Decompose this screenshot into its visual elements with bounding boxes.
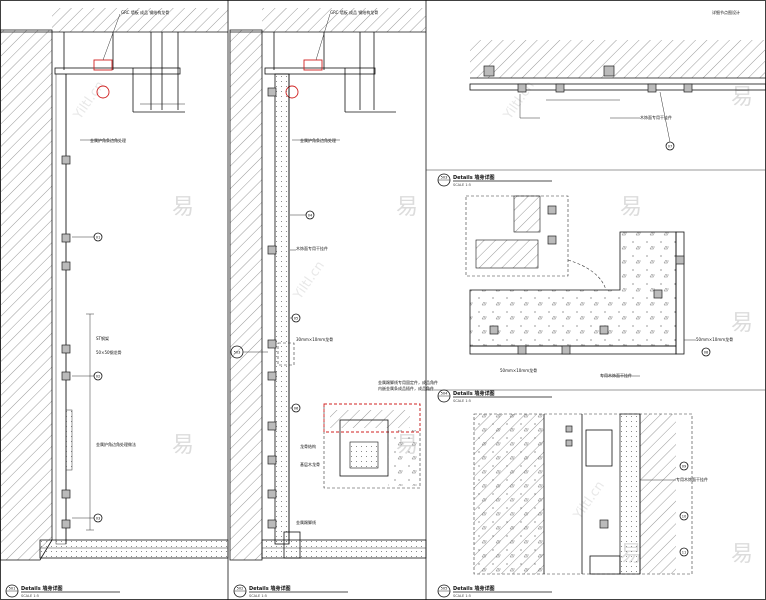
svg-text:502: 502	[237, 587, 244, 591]
p3-panel-strip	[469, 83, 766, 91]
svg-text:Details 墙身详图: Details 墙身详图	[453, 174, 494, 181]
svg-text:易: 易	[731, 311, 753, 336]
p1-floor-slab	[39, 539, 229, 559]
svg-text:10: 10	[682, 515, 687, 519]
p1-label-d: 金属护角边角处理做法	[96, 441, 136, 447]
svg-text:50mm×10mm龙骨: 50mm×10mm龙骨	[500, 367, 537, 373]
svg-text:易: 易	[396, 195, 418, 220]
svg-text:01: 01	[96, 236, 101, 240]
svg-text:木饰面专用干挂件: 木饰面专用干挂件	[640, 114, 672, 120]
p5-cladding	[619, 413, 641, 575]
svg-text:龙骨结构: 龙骨结构	[300, 443, 316, 449]
svg-text:50mm×10mm龙骨: 50mm×10mm龙骨	[696, 336, 733, 342]
p2-brackets	[267, 87, 277, 529]
svg-text:金属踢脚线: 金属踢脚线	[296, 519, 316, 525]
watermark-text: Yiltl.cn	[70, 79, 107, 124]
svg-text:09: 09	[682, 465, 687, 469]
svg-text:04: 04	[308, 214, 313, 218]
p1-label-a: 金属护角条边角处理	[90, 137, 126, 143]
top-right-label: 详细节点图设计	[712, 9, 740, 15]
watermark-char: 易	[172, 195, 194, 220]
panel-503-plan-detail: 详细节点图设计 木饰面专用干挂件 07 503 Details 墙身详图 SCA…	[437, 9, 766, 187]
panel-501-wall-section: GRC 墙板 成品 钢结构龙骨 金属护角条边角处理 ST钢架 50×50钢龙骨 …	[0, 8, 229, 598]
p1-title: Details 墙身详图	[21, 585, 62, 592]
panel-505-section-detail: 专用木饰面干挂件 09 10 11 505 Details 墙身详图 SCALE…	[437, 413, 708, 598]
p1-title-num: 501	[9, 587, 16, 591]
p1-brackets	[61, 155, 71, 529]
p3-hangers	[483, 65, 693, 93]
p2-tags: 04 05 06	[290, 210, 315, 413]
svg-text:Details 墙身详图: Details 墙身详图	[453, 390, 494, 397]
svg-text:SCALE 1:5: SCALE 1:5	[453, 399, 471, 403]
svg-text:06: 06	[294, 407, 299, 411]
svg-text:易: 易	[731, 85, 753, 110]
p1-label-top: GRC 墙板 成品 钢结构龙骨	[121, 9, 169, 15]
svg-text:504: 504	[441, 392, 449, 396]
p1-scale: SCALE 1:5	[21, 594, 39, 598]
panel-504-corner-detail: 50mm×10mm龙骨 专用木饰面干挂件 50mm×10mm龙骨 08 504 …	[437, 195, 733, 403]
svg-text:SCALE 1:5: SCALE 1:5	[453, 183, 471, 187]
svg-text:金属踢脚线专用固定件，成品角件: 金属踢脚线专用固定件，成品角件	[378, 379, 438, 385]
p1-label-c: 50×50钢龙骨	[96, 349, 122, 355]
svg-text:505: 505	[441, 587, 448, 591]
svg-text:02: 02	[96, 375, 101, 379]
svg-text:11: 11	[682, 551, 687, 555]
p4-brackets	[489, 255, 685, 355]
p2-cladding	[274, 73, 290, 545]
svg-text:SCALE 1:5: SCALE 1:5	[249, 594, 267, 598]
svg-text:503: 503	[234, 351, 241, 355]
svg-text:03: 03	[96, 517, 101, 521]
svg-text:易: 易	[172, 433, 194, 458]
p1-ceiling-frame	[54, 67, 181, 75]
svg-text:GRC 墙板 成品 钢结构龙骨: GRC 墙板 成品 钢结构龙骨	[330, 9, 378, 15]
p1-label-b: ST钢架	[96, 335, 109, 341]
svg-text:木饰面专用干挂件: 木饰面专用干挂件	[296, 245, 328, 251]
svg-text:内嵌金属条成品插件，成品角件: 内嵌金属条成品插件，成品角件	[378, 385, 434, 391]
svg-text:易: 易	[620, 195, 642, 220]
svg-text:07: 07	[668, 145, 673, 149]
svg-text:08: 08	[704, 351, 709, 355]
svg-text:Yiltl.cn: Yiltl.cn	[570, 479, 607, 524]
svg-text:SCALE 1:5: SCALE 1:5	[453, 594, 471, 598]
svg-text:基层木龙骨: 基层木龙骨	[300, 461, 320, 467]
p1-tags: 01 02 03	[72, 232, 103, 523]
svg-text:专用木饰面干挂件: 专用木饰面干挂件	[600, 372, 632, 378]
svg-text:Details 墙身详图: Details 墙身详图	[453, 585, 494, 592]
svg-text:专用木饰面干挂件: 专用木饰面干挂件	[676, 476, 708, 482]
p1-red-callout	[93, 59, 113, 71]
panel-502-wall-section: 503 金属踢脚线专用固定件，成品角件 内嵌金属条成品插件，成品角件 GRC 墙…	[229, 8, 438, 598]
p1-structure-wall	[0, 29, 53, 561]
svg-text:易: 易	[731, 542, 753, 567]
svg-text:30mm×10mm龙骨: 30mm×10mm龙骨	[296, 336, 333, 342]
svg-text:503: 503	[441, 176, 448, 180]
svg-text:05: 05	[294, 317, 299, 321]
p1-finish-panel	[55, 73, 67, 545]
svg-text:Yiltl.cn: Yiltl.cn	[290, 259, 327, 304]
svg-text:Details 墙身详图: Details 墙身详图	[249, 585, 290, 592]
